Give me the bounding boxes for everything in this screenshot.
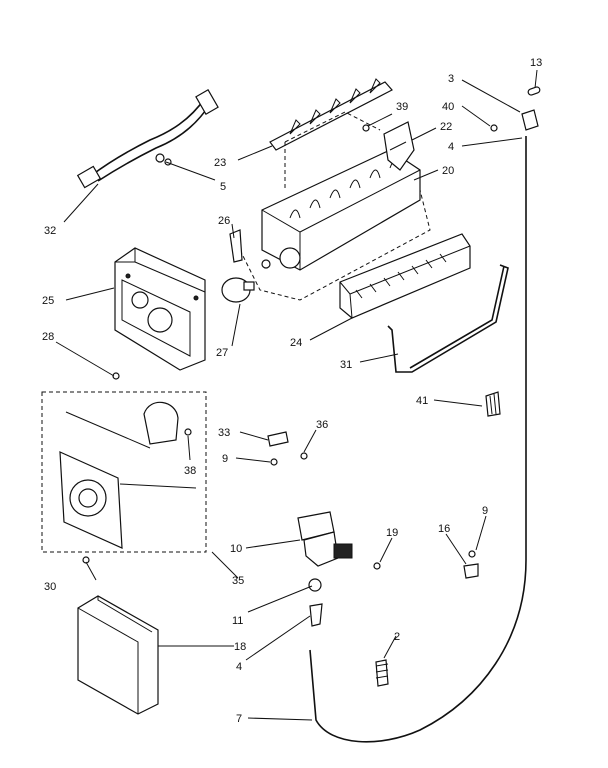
ice-maker-cover <box>77 595 159 715</box>
callout-36: 36 <box>316 419 328 431</box>
callout-41: 41 <box>416 395 428 407</box>
callout-10: 10 <box>230 543 242 555</box>
callout-39: 39 <box>396 101 408 113</box>
callout-9-right: 9 <box>482 505 488 517</box>
small-parts <box>82 86 541 579</box>
callout-40: 40 <box>442 101 454 113</box>
callout-5: 5 <box>220 181 226 193</box>
callout-22: 22 <box>440 121 452 133</box>
callout-9-left: 9 <box>222 453 228 465</box>
stripper <box>339 233 471 319</box>
callout-16: 16 <box>438 523 450 535</box>
callout-2: 2 <box>394 631 400 643</box>
callout-35: 35 <box>232 575 244 587</box>
callout-25: 25 <box>42 295 54 307</box>
callout-24: 24 <box>290 337 302 349</box>
callout-3: 3 <box>448 73 454 85</box>
bracket <box>383 121 415 171</box>
water-valve <box>297 511 381 627</box>
callout-27: 27 <box>216 347 228 359</box>
callout-20: 20 <box>442 165 454 177</box>
callout-23: 23 <box>214 157 226 169</box>
callout-32: 32 <box>44 225 56 237</box>
ice-mold <box>239 111 431 301</box>
callout-11: 11 <box>232 615 243 627</box>
callout-38: 38 <box>184 465 196 477</box>
callout-7: 7 <box>236 713 242 725</box>
control-module-group <box>41 391 207 553</box>
shutoff-arm <box>387 264 509 373</box>
callout-4-top: 4 <box>448 141 454 153</box>
motor <box>221 229 255 303</box>
callout-30: 30 <box>44 581 56 593</box>
callout-33: 33 <box>218 427 230 439</box>
callout-28: 28 <box>42 331 54 343</box>
callout-4-bottom: 4 <box>236 661 242 673</box>
callout-13: 13 <box>530 57 542 69</box>
control-housing <box>114 247 206 371</box>
callout-26: 26 <box>218 215 230 227</box>
callout-labels: 13 3 40 4 39 22 20 23 5 32 26 25 27 24 2… <box>42 57 542 725</box>
ice-ejector <box>269 78 393 151</box>
callout-18: 18 <box>234 641 246 653</box>
callout-31: 31 <box>340 359 352 371</box>
leader-lines <box>55 69 538 721</box>
callout-19: 19 <box>386 527 398 539</box>
clip <box>485 391 501 417</box>
fill-tube <box>309 136 527 743</box>
